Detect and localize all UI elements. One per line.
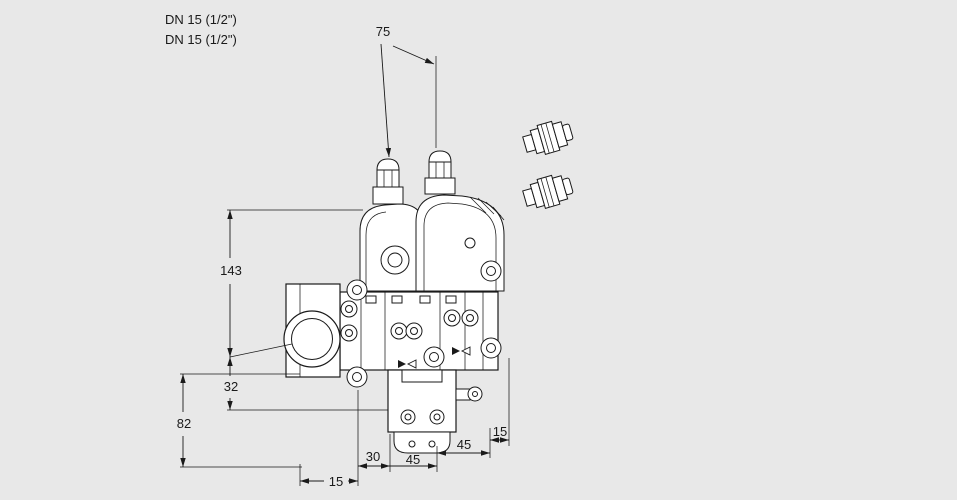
left-actuator-collar [372, 186, 404, 205]
coupling-fitting-top [522, 120, 574, 155]
valve-body [339, 260, 502, 388]
dim-30-label: 30 [366, 449, 380, 464]
right-bell-screw [464, 237, 476, 249]
dim-45-right-label: 45 [457, 437, 471, 452]
block-bottom-cap [393, 431, 451, 454]
right-actuator-collar [424, 177, 456, 195]
dim-32-label: 32 [224, 379, 238, 394]
dim-45-left-label: 45 [406, 452, 420, 467]
dimension-75: 75 [376, 24, 437, 158]
threaded-port-inner [291, 318, 333, 360]
port-label-bottom: DN 15 (1/2") [165, 32, 237, 47]
left-actuator-hex-nut [376, 169, 400, 188]
dim-15-right-label: 15 [493, 424, 507, 439]
lower-block [387, 369, 483, 454]
bolt-circles [340, 300, 479, 342]
dimension-82: 82 [177, 373, 302, 468]
dimension-32: 32 [224, 357, 388, 411]
inlet-flange [283, 283, 341, 378]
dim-143-label: 143 [220, 263, 242, 278]
right-actuator-dome [428, 150, 452, 163]
dim-15-bottom-label: 15 [329, 474, 343, 489]
left-solenoid-actuator [359, 158, 425, 292]
dimension-143: 143 [220, 209, 363, 358]
flow-direction-marks [398, 346, 471, 369]
right-actuator-hex-nut [428, 161, 452, 179]
threaded-port-outer [283, 310, 341, 368]
flange-ear-bolts [346, 260, 502, 388]
dim-82-label: 82 [177, 416, 191, 431]
port-label-top: DN 15 (1/2") [165, 12, 237, 27]
valve-drawing [283, 120, 574, 454]
left-actuator-dome [376, 158, 400, 171]
coupling-fitting-bottom [522, 174, 574, 209]
left-coil-ring-inner [387, 252, 403, 268]
dim-75-label: 75 [376, 24, 390, 39]
dimension-bottom-chain: 30 45 45 15 15 [299, 358, 510, 489]
